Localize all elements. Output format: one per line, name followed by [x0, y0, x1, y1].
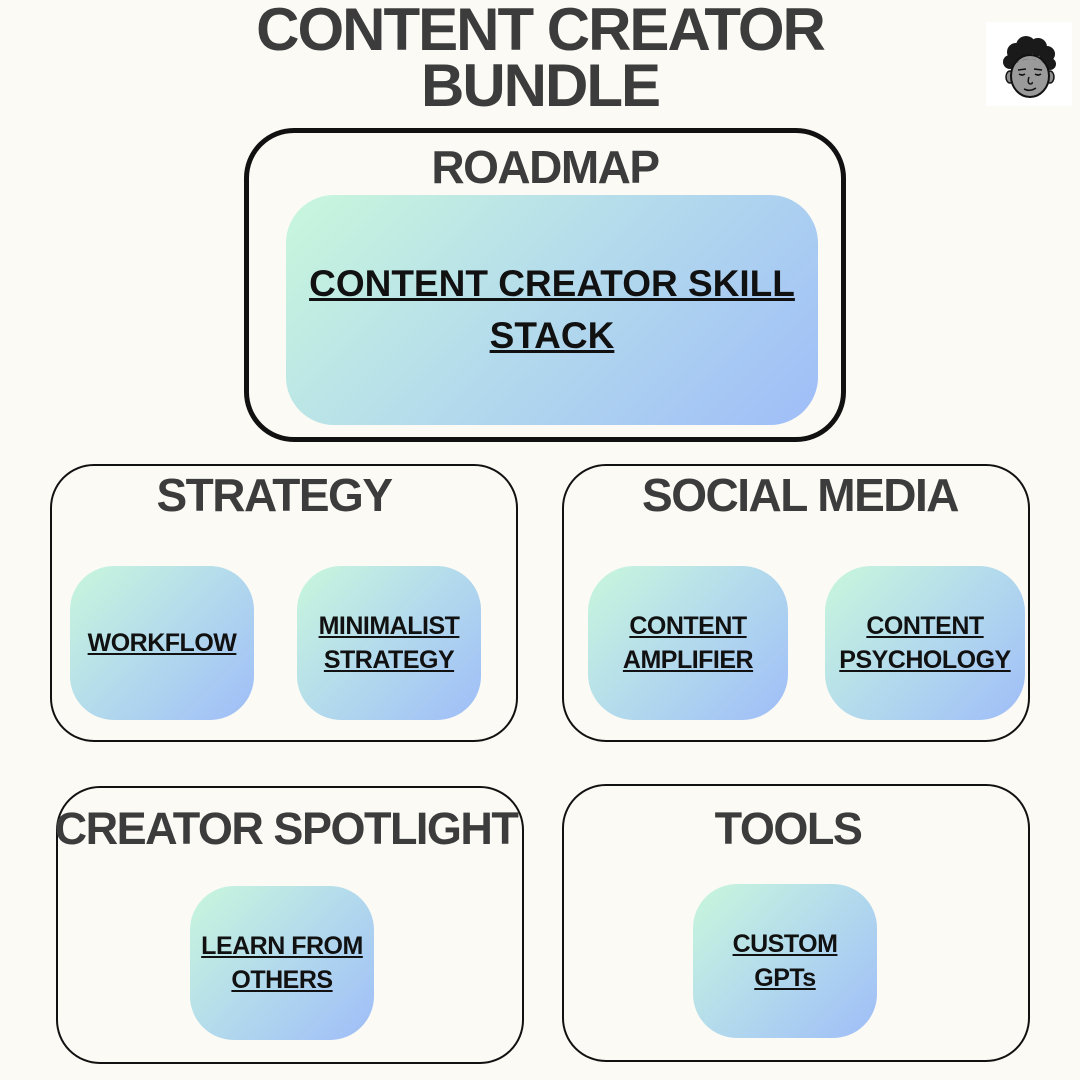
- social-media-section-title: SOCIAL MEDIA: [568, 468, 1032, 522]
- roadmap-section-title: ROADMAP: [249, 139, 841, 195]
- content-creator-skill-stack-link[interactable]: CONTENT CREATOR SKILL STACK: [286, 195, 818, 425]
- learn-from-others-link[interactable]: LEARN FROM OTHERS: [190, 886, 374, 1040]
- learn-from-others-label[interactable]: LEARN FROM OTHERS: [201, 929, 363, 997]
- minimalist-strategy-label[interactable]: MINIMALIST STRATEGY: [319, 609, 460, 677]
- strategy-section: STRATEGY WORKFLOW MINIMALIST STRATEGY: [50, 464, 518, 742]
- social-media-section: SOCIAL MEDIA CONTENT AMPLIFIER CONTENT P…: [562, 464, 1030, 742]
- content-psychology-label[interactable]: CONTENT PSYCHOLOGY: [839, 609, 1010, 677]
- minimalist-strategy-link[interactable]: MINIMALIST STRATEGY: [297, 566, 481, 720]
- page-title-line-1: CONTENT CREATOR: [0, 2, 1080, 58]
- content-amplifier-label[interactable]: CONTENT AMPLIFIER: [623, 609, 753, 677]
- creator-spotlight-section-title: CREATOR SPOTLIGHT: [54, 802, 518, 856]
- custom-gpts-label[interactable]: CUSTOM GPTs: [733, 927, 838, 995]
- content-psychology-link[interactable]: CONTENT PSYCHOLOGY: [825, 566, 1025, 720]
- page-title-line-2: BUNDLE: [0, 58, 1080, 114]
- page-title: CONTENT CREATOR BUNDLE: [0, 2, 1080, 114]
- workflow-link[interactable]: WORKFLOW: [70, 566, 254, 720]
- workflow-label[interactable]: WORKFLOW: [88, 626, 237, 660]
- cartoon-face-avatar-icon: [986, 22, 1072, 106]
- creator-spotlight-section: CREATOR SPOTLIGHT LEARN FROM OTHERS: [56, 786, 524, 1064]
- tools-section-title: TOOLS: [556, 802, 1020, 856]
- custom-gpts-link[interactable]: CUSTOM GPTs: [693, 884, 877, 1038]
- tools-section: TOOLS CUSTOM GPTs: [562, 784, 1030, 1062]
- roadmap-section: ROADMAP CONTENT CREATOR SKILL STACK: [244, 128, 846, 442]
- content-creator-skill-stack-label[interactable]: CONTENT CREATOR SKILL STACK: [309, 258, 795, 362]
- content-amplifier-link[interactable]: CONTENT AMPLIFIER: [588, 566, 788, 720]
- strategy-section-title: STRATEGY: [42, 468, 506, 522]
- avatar: [986, 22, 1072, 106]
